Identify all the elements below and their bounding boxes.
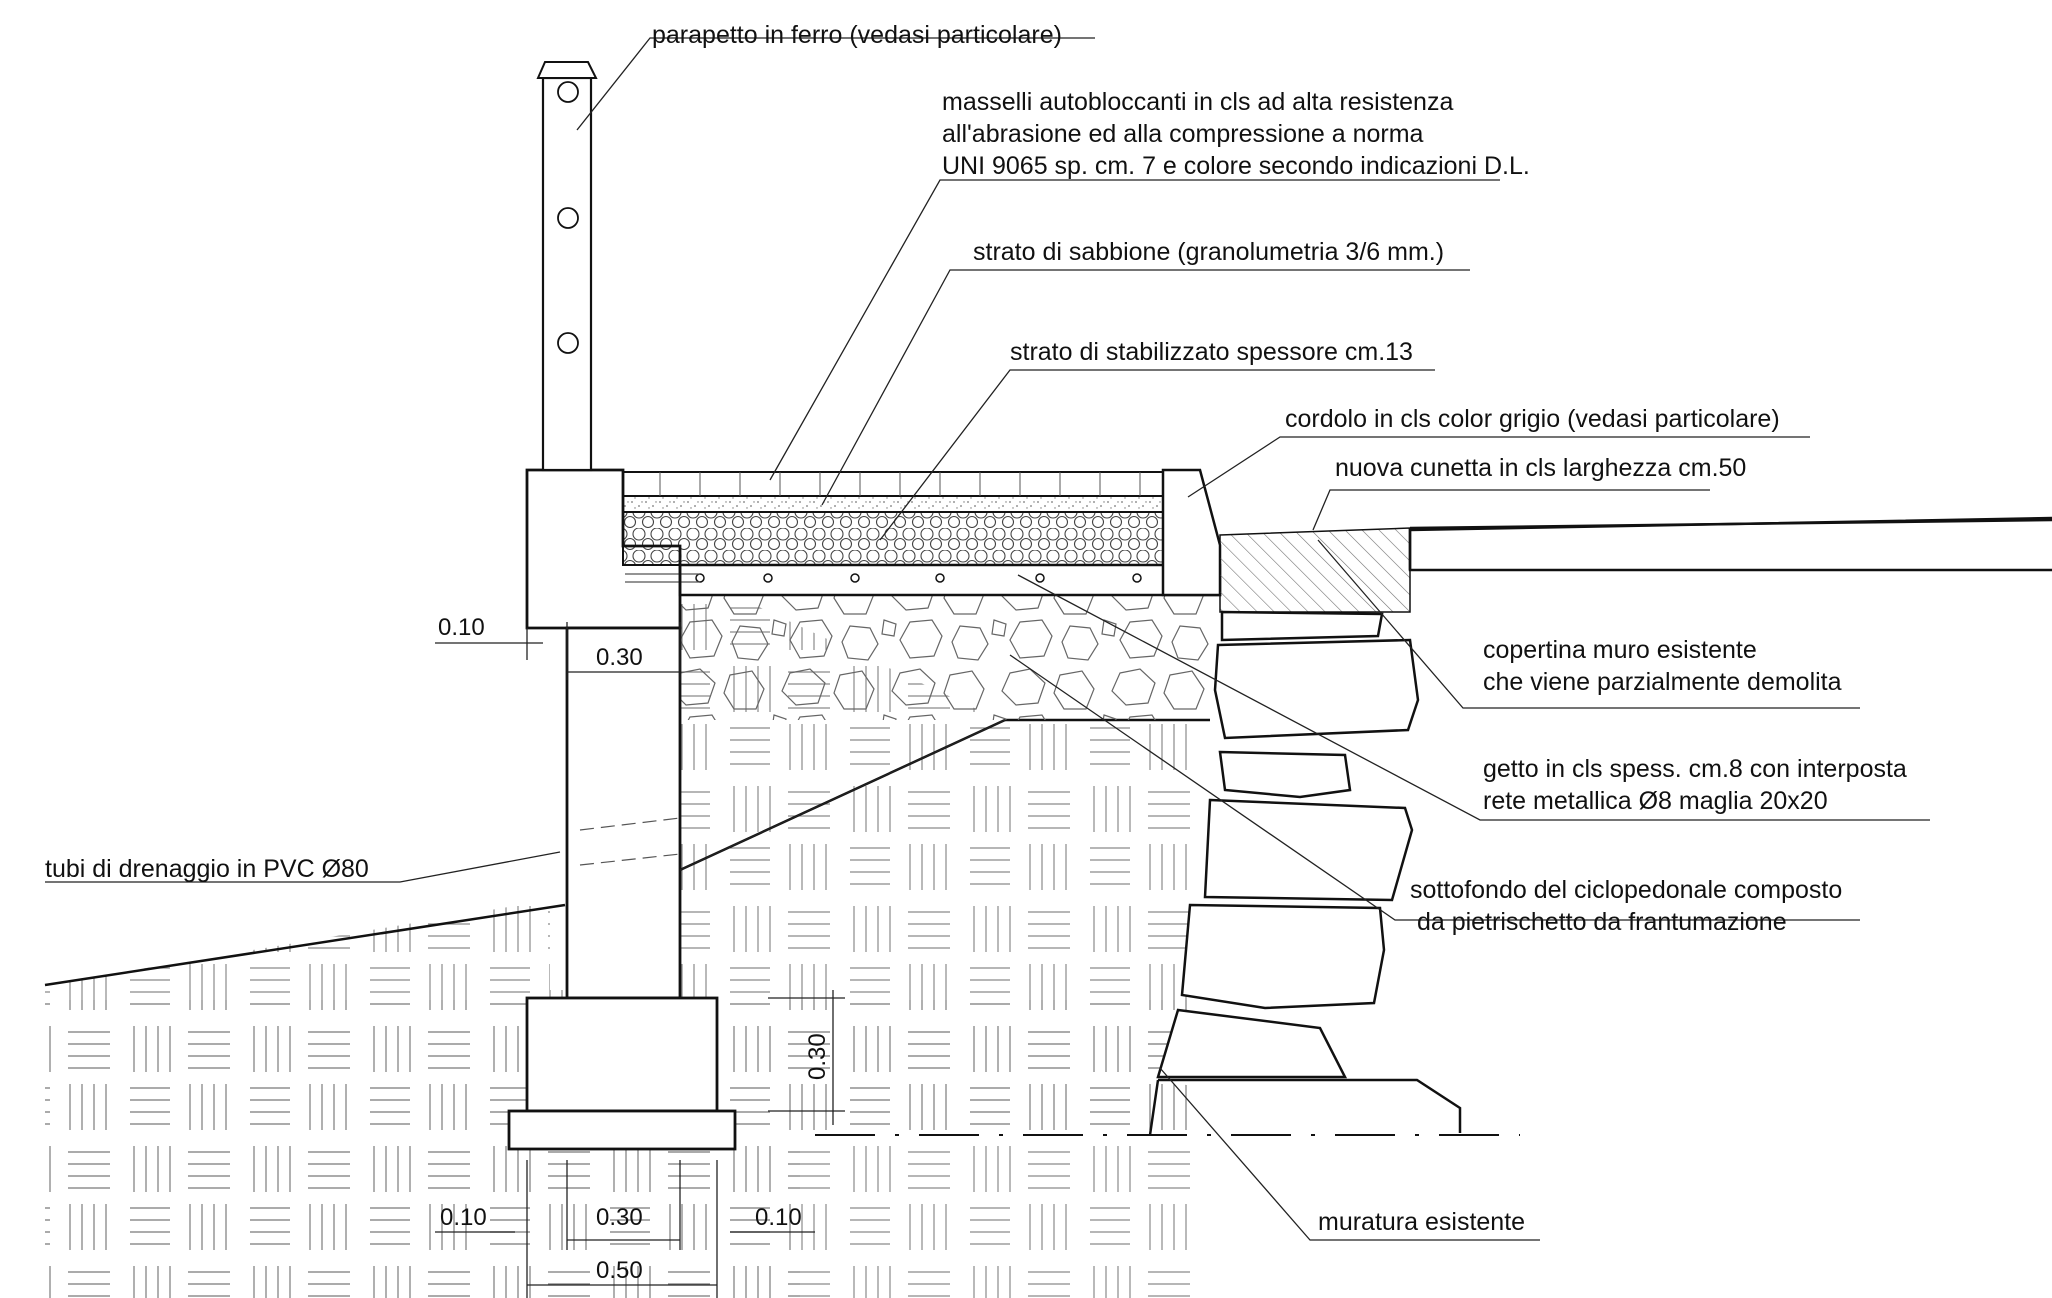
dim-bottom-right: 0.10 bbox=[755, 1204, 802, 1231]
dim-footing-height: 0.30 bbox=[804, 1033, 831, 1080]
footing bbox=[525, 996, 719, 1113]
parapet-post bbox=[541, 76, 593, 472]
masselli-paving bbox=[622, 471, 1164, 497]
dim-bottom-left: 0.10 bbox=[440, 1204, 487, 1231]
label-cordolo: cordolo in cls color grigio (vedasi part… bbox=[1285, 405, 1780, 433]
wall-stem bbox=[565, 626, 682, 1000]
wall-drain-pipe bbox=[579, 817, 681, 866]
label-cunetta: nuova cunetta in cls larghezza cm.50 bbox=[1335, 454, 1746, 482]
subbase-stones bbox=[680, 595, 1210, 720]
label-sabbione: strato di sabbione (granolumetria 3/6 mm… bbox=[973, 238, 1444, 266]
road-surface-line bbox=[1409, 518, 2052, 530]
label-copertina-line1: copertina muro esistente bbox=[1483, 636, 1757, 664]
paving-joints bbox=[659, 472, 1141, 496]
parapet-holes bbox=[557, 81, 579, 354]
label-copertina-line2: che viene parzialmente demolita bbox=[1483, 668, 1842, 696]
label-getto-line2: rete metallica Ø8 maglia 20x20 bbox=[1483, 787, 1828, 815]
dim-bottom-total: 0.50 bbox=[596, 1257, 643, 1284]
drain-pipe-ends bbox=[625, 573, 700, 583]
label-tubi: tubi di drenaggio in PVC Ø80 bbox=[45, 855, 369, 883]
label-masselli-line3: UNI 9065 sp. cm. 7 e colore secondo indi… bbox=[942, 152, 1530, 180]
label-parapetto: parapetto in ferro (vedasi particolare) bbox=[652, 21, 1062, 49]
stabilizzato-layer bbox=[622, 511, 1164, 566]
label-sottofondo-line2: da pietrischetto da frantumazione bbox=[1410, 908, 1787, 936]
dim-bottom-mid: 0.30 bbox=[596, 1204, 643, 1231]
label-masselli-line1: masselli autobloccanti in cls ad alta re… bbox=[942, 88, 1453, 116]
label-muratura: muratura esistente bbox=[1318, 1208, 1525, 1236]
label-stabilizzato: strato di stabilizzato spessore cm.13 bbox=[1010, 338, 1413, 366]
leader-lines bbox=[45, 37, 1930, 1241]
label-sottofondo-line1: sottofondo del ciclopedonale composto bbox=[1410, 876, 1842, 904]
parapet-cap bbox=[536, 61, 598, 79]
dim-wall-width: 0.30 bbox=[596, 644, 643, 671]
embankment-line bbox=[44, 903, 566, 987]
dim-top-left: 0.10 bbox=[438, 614, 485, 641]
cordolo-curb bbox=[1161, 468, 1222, 597]
sabbione-layer bbox=[622, 495, 1164, 513]
footing-lean-concrete bbox=[507, 1109, 737, 1151]
dimension-lines bbox=[435, 622, 845, 1298]
cunetta-hatched bbox=[1219, 527, 1411, 613]
wall-head bbox=[525, 468, 682, 630]
label-getto-line1: getto in cls spess. cm.8 con interposta bbox=[1483, 755, 1907, 783]
label-masselli-line2: all'abrasione ed alla compressione a nor… bbox=[942, 120, 1424, 148]
